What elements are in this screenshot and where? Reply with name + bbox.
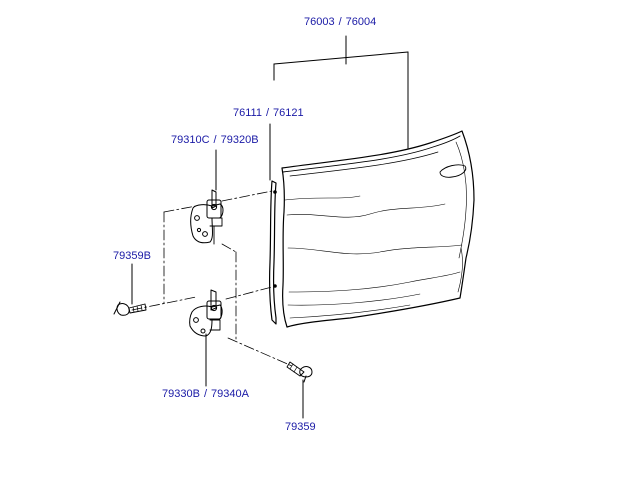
callout-door-panel[interactable]: 76003/76004 [304, 16, 376, 28]
upper-hinge [190, 189, 224, 245]
callout-hinge-bolt-upper-text: 79359B [113, 250, 151, 262]
lower-hinge [189, 289, 223, 337]
callout-upper-hinge-sep: / [213, 134, 217, 146]
callout-door-panel-right: 76004 [345, 16, 377, 28]
door-seal [269, 180, 277, 325]
callout-lower-hinge[interactable]: 79330B/ 79340A [162, 388, 249, 400]
callout-upper-hinge-right: 79320B [220, 134, 259, 146]
callout-door-panel-sep: / [338, 16, 342, 28]
callout-lower-hinge-sep: / [203, 388, 207, 400]
leader-door-panel [273, 35, 409, 149]
callout-door-panel-left: 76003 [304, 16, 335, 28]
door-panel [281, 130, 475, 328]
callout-door-seal-sep: / [265, 107, 270, 119]
callout-door-seal-left: 76111 [233, 107, 262, 119]
callout-hinge-bolt-upper[interactable]: 79359B [113, 250, 151, 262]
bolt-79359 [286, 361, 313, 383]
callout-door-seal[interactable]: 76111/76121 [233, 107, 304, 119]
bolt-79359b [113, 301, 147, 316]
callout-upper-hinge-left: 79310C [171, 134, 210, 146]
callout-lower-hinge-right: 79340A [211, 388, 249, 400]
callout-hinge-bolt-lower-text: 79359 [285, 421, 316, 433]
callout-door-seal-right: 76121 [273, 107, 304, 119]
callout-upper-hinge[interactable]: 79310C/79320B [171, 134, 259, 146]
callout-hinge-bolt-lower[interactable]: 79359 [285, 421, 316, 433]
alignment-lines [131, 190, 293, 367]
callout-lower-hinge-left: 79330B [162, 388, 200, 400]
